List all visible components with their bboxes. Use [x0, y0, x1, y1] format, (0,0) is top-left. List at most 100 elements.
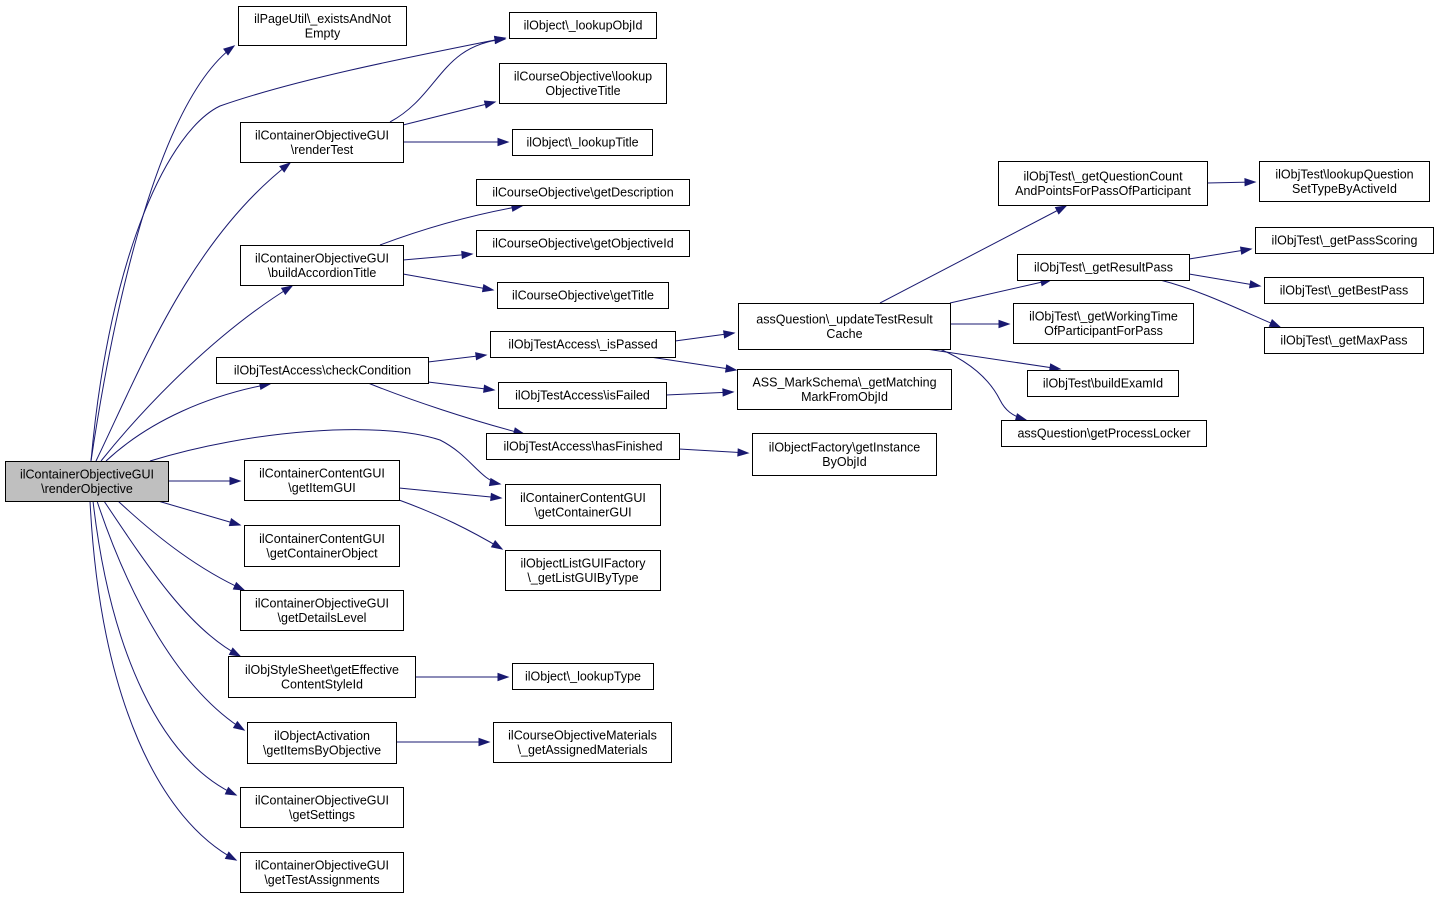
node-gettitle[interactable]: ilCourseObjective\getTitle	[497, 282, 669, 309]
node-getsettings[interactable]: ilContainerObjectiveGUI\getSettings	[240, 787, 404, 828]
arrowhead-icon	[483, 100, 497, 109]
node-checkcondition[interactable]: ilObjTestAccess\checkCondition	[216, 357, 429, 384]
node-label-line: MarkFromObjId	[801, 390, 888, 404]
node-isfailed[interactable]: ilObjTestAccess\isFailed	[498, 382, 667, 409]
edge-root-to-getitemgui	[168, 476, 242, 486]
arrowhead-icon	[1244, 178, 1257, 187]
node-ispassed[interactable]: ilObjTestAccess\_isPassed	[490, 331, 676, 358]
node-getworkingtime[interactable]: ilObjTest\_getWorkingTimeOfParticipantFo…	[1013, 303, 1194, 344]
node-getresultpass[interactable]: ilObjTest\_getResultPass	[1017, 254, 1190, 281]
node-box	[240, 245, 404, 286]
edge-updatetestresult-to-getresultpass	[949, 278, 1053, 304]
node-box	[493, 722, 672, 763]
node-hasfinished[interactable]: ilObjTestAccess\hasFinished	[486, 433, 680, 460]
node-label-line: ilObjTest\_getWorkingTime	[1029, 309, 1178, 323]
edge-checkcondition-to-ispassed	[427, 352, 488, 363]
node-root[interactable]: ilContainerObjectiveGUI\renderObjective	[5, 461, 169, 502]
node-label-line: ilCourseObjectiveMaterials	[508, 728, 657, 742]
edge-updatetestresult-to-getworkingtime	[950, 319, 1011, 329]
node-label-line: ilObjStyleSheet\getEffective	[245, 663, 399, 677]
node-geteffectivestyle[interactable]: ilObjStyleSheet\getEffectiveContentStyle…	[228, 656, 416, 698]
node-getitemsbyobjective[interactable]: ilObjectActivation\getItemsByObjective	[247, 722, 397, 764]
node-box	[240, 852, 404, 893]
arrowhead-icon	[223, 45, 236, 56]
node-buildexamid[interactable]: ilObjTest\buildExamId	[1027, 370, 1179, 397]
node-getlistguibytype[interactable]: ilObjectListGUIFactory\_getListGUIByType	[505, 550, 661, 591]
node-box	[499, 63, 667, 104]
node-getassignedmaterials[interactable]: ilCourseObjectiveMaterials\_getAssignedM…	[493, 722, 672, 763]
node-lookuptitle[interactable]: ilObject\_lookupTitle	[512, 129, 653, 156]
edge-rendertest-to-lookupobjid	[389, 35, 507, 123]
node-rendertest[interactable]: ilContainerObjectiveGUI\renderTest	[240, 122, 404, 163]
edge-line	[100, 285, 293, 462]
node-label-line: ilObjTest\_getPassScoring	[1272, 234, 1418, 248]
node-box	[738, 303, 951, 350]
node-buildaccordion[interactable]: ilContainerObjectiveGUI\buildAccordionTi…	[240, 245, 404, 286]
edge-line	[89, 500, 237, 861]
arrowhead-icon	[280, 285, 294, 296]
node-label-line: ilCourseObjective\getDescription	[492, 186, 673, 200]
arrowhead-icon	[722, 388, 735, 397]
edge-line	[92, 500, 237, 796]
node-box	[216, 357, 429, 384]
edge-root-to-checkcondition	[105, 381, 272, 462]
node-label-line: ilObjTest\_getQuestionCount	[1023, 169, 1183, 183]
node-gettestassignments[interactable]: ilContainerObjectiveGUI\getTestAssignmen…	[240, 852, 404, 893]
node-getcontainergui[interactable]: ilContainerContentGUI\getContainerGUI	[505, 484, 661, 526]
node-label-line: ilObject\_lookupType	[525, 670, 641, 684]
edge-line	[96, 500, 245, 731]
node-label-line: ilObjTestAccess\checkCondition	[234, 364, 411, 378]
arrowhead-icon	[232, 581, 246, 591]
arrowhead-icon	[1054, 205, 1068, 215]
node-label-line: ilContainerObjectiveGUI	[255, 596, 389, 610]
node-label-line: \renderTest	[291, 143, 354, 157]
arrowhead-icon	[229, 476, 242, 486]
node-label-line: \getDetailsLevel	[278, 611, 367, 625]
node-box	[240, 590, 404, 631]
node-getcontainerobject[interactable]: ilContainerContentGUI\getContainerObject	[244, 525, 400, 567]
node-getdetailslevel[interactable]: ilContainerObjectiveGUI\getDetailsLevel	[240, 590, 404, 631]
node-getmaxpass[interactable]: ilObjTest\_getMaxPass	[1264, 327, 1424, 354]
node-label-line: ilObject\_lookupObjId	[524, 19, 643, 33]
node-label-line: ASS_MarkSchema\_getMatching	[752, 375, 936, 389]
arrowhead-icon	[481, 284, 495, 293]
node-getobjectiveid[interactable]: ilCourseObjective\getObjectiveId	[476, 230, 690, 257]
arrowhead-icon	[490, 540, 504, 550]
node-getdescription[interactable]: ilCourseObjective\getDescription	[476, 179, 690, 206]
node-box	[486, 433, 680, 460]
node-box	[247, 722, 397, 764]
arrowhead-icon	[232, 720, 246, 731]
node-box	[497, 282, 669, 309]
node-label-line: assQuestion\_updateTestResult	[756, 312, 933, 326]
edge-line	[402, 253, 473, 261]
node-getquestioncount[interactable]: ilObjTest\_getQuestionCountAndPointsForP…	[998, 161, 1208, 206]
arrowhead-icon	[494, 35, 507, 45]
node-lookupquestionset[interactable]: ilObjTest\lookupQuestionSetTypeByActiveI…	[1259, 161, 1430, 202]
node-label-line: ilCourseObjective\getObjectiveId	[492, 237, 673, 251]
node-label-line: ilContainerObjectiveGUI	[255, 251, 389, 265]
node-lookupobjid[interactable]: ilObject\_lookupObjId	[509, 12, 657, 39]
node-label-line: ilContainerObjectiveGUI	[255, 793, 389, 807]
node-lookuptype[interactable]: ilObject\_lookupType	[512, 663, 654, 690]
edge-root-to-getsettings	[92, 500, 238, 796]
edge-buildaccordion-to-gettitle	[402, 273, 495, 293]
node-label-line: ContentStyleId	[281, 677, 363, 691]
edge-line	[929, 344, 1027, 421]
node-getbestpass[interactable]: ilObjTest\_getBestPass	[1264, 277, 1424, 304]
edge-ispassed-to-updatetestresult	[674, 330, 736, 342]
node-box	[505, 550, 661, 591]
node-box	[240, 787, 404, 828]
arrowhead-icon	[483, 384, 496, 393]
edge-line	[103, 500, 241, 657]
edge-hasfinished-to-getinstancebyobjid	[678, 448, 750, 457]
node-getprocesslocker[interactable]: assQuestion\getProcessLocker	[1001, 420, 1207, 447]
edge-line	[105, 383, 271, 462]
node-getpassscoring[interactable]: ilObjTest\_getPassScoring	[1255, 227, 1434, 254]
node-label-line: ilContainerContentGUI	[259, 532, 385, 546]
node-getitemgui[interactable]: ilContainerContentGUI\getItemGUI	[244, 460, 400, 501]
